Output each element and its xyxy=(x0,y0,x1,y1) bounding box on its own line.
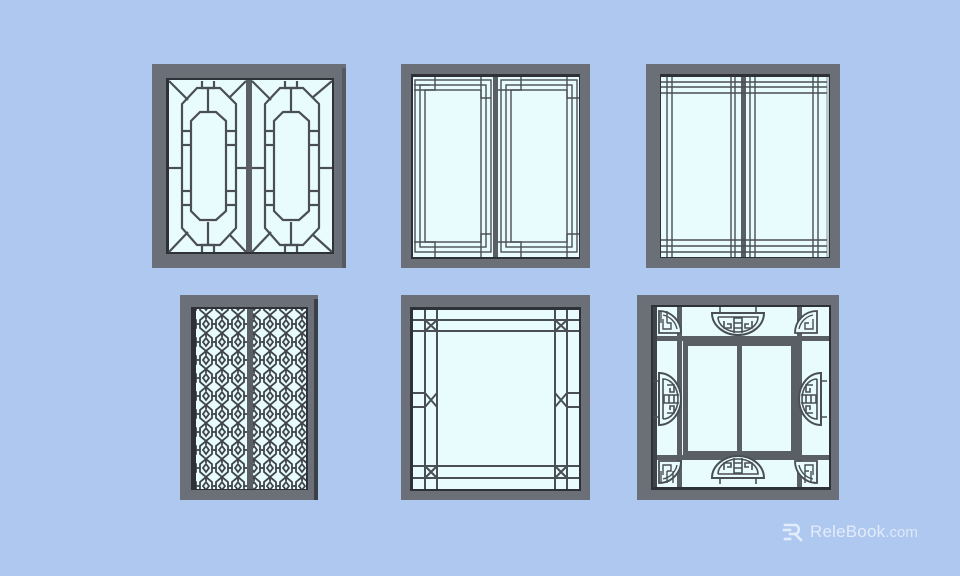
window-design-1 xyxy=(152,64,346,268)
medallion-fret-window xyxy=(637,295,839,500)
window-design-6 xyxy=(637,295,839,500)
corner-key-lattice-window xyxy=(401,64,590,268)
window-design-5 xyxy=(401,295,590,500)
cross-corner-border-window xyxy=(401,295,590,500)
relebook-logo-icon xyxy=(782,523,803,542)
window-design-2 xyxy=(401,64,590,268)
window-design-4 xyxy=(180,295,318,500)
triple-line-grid-window xyxy=(646,64,840,268)
watermark-brand: ReleBook xyxy=(810,522,886,541)
hexagon-lattice-window xyxy=(180,295,318,500)
octagon-lattice-window xyxy=(152,64,346,268)
watermark: ReleBook.com xyxy=(782,521,918,543)
watermark-tld: .com xyxy=(885,523,918,541)
window-design-3 xyxy=(646,64,840,268)
